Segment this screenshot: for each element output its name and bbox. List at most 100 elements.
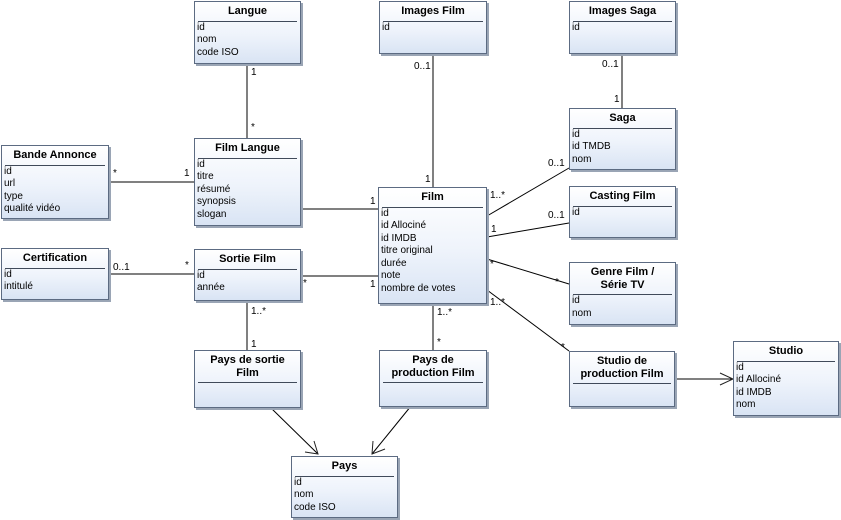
arrowhead-pays-left <box>304 440 319 455</box>
class-pays-sortie-film[interactable]: Pays de sortie Film <box>194 350 301 408</box>
class-title-line: Série TV <box>600 278 645 291</box>
attribute: id IMDB <box>736 386 772 398</box>
multiplicity: * <box>303 278 307 289</box>
multiplicity: * <box>185 260 189 271</box>
multiplicity: * <box>490 259 494 270</box>
attribute: nom <box>294 489 314 500</box>
attribute: type <box>4 190 23 202</box>
attribute: id <box>382 21 390 33</box>
attribute: id <box>4 165 12 177</box>
class-title: Langue <box>198 2 297 22</box>
multiplicity: 0..1 <box>602 59 619 70</box>
class-bande-annonce[interactable]: Bande Annonce id url type qualité vidéo <box>1 145 109 219</box>
attribute: code ISO <box>197 46 239 58</box>
attribute: titre <box>197 171 214 182</box>
multiplicity: 1 <box>251 339 257 350</box>
class-studio[interactable]: Studio id id Allociné id IMDB nom <box>733 341 839 416</box>
attribute: résumé <box>197 183 231 195</box>
class-title: Genre Film / Série TV <box>573 263 672 295</box>
multiplicity: 1..* <box>251 306 267 317</box>
class-title-line: Pays de <box>412 354 454 366</box>
class-saga[interactable]: Saga id id TMDB nom <box>569 108 676 170</box>
multiplicity: 1 <box>370 196 376 207</box>
attribute: id <box>294 476 302 488</box>
attribute: id Allociné <box>381 220 427 231</box>
attribute: id <box>197 21 205 33</box>
multiplicity: 1 <box>184 168 190 179</box>
attribute: note <box>381 270 401 281</box>
attribute: id <box>197 269 205 281</box>
multiplicity: 0..1 <box>548 210 565 221</box>
class-title-line: production Film <box>580 367 664 380</box>
dep-payssortie-pays <box>270 407 319 455</box>
attribute: synopsis <box>197 196 236 207</box>
multiplicity: 1 <box>425 174 431 185</box>
class-genre-film[interactable]: Genre Film / Série TV id nom <box>569 262 676 325</box>
multiplicity: 0..1 <box>414 61 431 72</box>
class-title: Saga <box>573 109 672 129</box>
multiplicity: 1..* <box>490 297 506 308</box>
attribute: code ISO <box>294 501 336 513</box>
class-title: Pays de sortie Film <box>198 351 297 383</box>
class-sortie-film[interactable]: Sortie Film id année <box>194 249 301 301</box>
class-title: Casting Film <box>573 187 672 207</box>
class-title: Pays de production Film <box>383 351 483 383</box>
class-studio-production-film[interactable]: Studio de production Film <box>569 351 675 407</box>
class-images-film[interactable]: Images Film id <box>379 1 487 54</box>
attribute: id Allociné <box>736 374 782 385</box>
class-film-langue[interactable]: Film Langue id titre résumé synopsis slo… <box>194 138 301 226</box>
multiplicity: 1 <box>251 67 257 78</box>
class-title-line: Studio de <box>596 355 648 367</box>
class-title-line: Genre Film / <box>590 266 655 278</box>
attribute: id <box>197 158 205 170</box>
multiplicity: 0..1 <box>113 262 130 273</box>
class-pays-production-film[interactable]: Pays de production Film <box>379 350 487 407</box>
class-casting-film[interactable]: Casting Film id <box>569 186 676 238</box>
attribute: qualité vidéo <box>4 203 61 214</box>
class-title: Images Film <box>383 2 483 22</box>
multiplicity: 1 <box>614 94 620 105</box>
assoc-film-studioprod <box>486 289 570 352</box>
attribute: id TMDB <box>572 141 611 152</box>
assoc-film-genre <box>486 258 570 285</box>
class-langue[interactable]: Langue id nom code ISO <box>194 1 301 64</box>
multiplicity: * <box>113 168 117 179</box>
attribute: titre original <box>381 245 433 256</box>
class-title: Film <box>382 188 483 208</box>
attribute: durée <box>381 257 407 269</box>
multiplicity: 1 <box>370 279 376 290</box>
class-images-saga[interactable]: Images Saga id <box>569 1 676 54</box>
arrowhead-pays-right <box>371 440 386 455</box>
multiplicity: 1..* <box>437 307 453 318</box>
class-title: Studio <box>737 342 835 362</box>
class-title: Sortie Film <box>198 250 297 270</box>
class-title-line: production Film <box>391 366 475 379</box>
attribute: nom <box>197 34 217 45</box>
class-film[interactable]: Film id id Allociné id IMDB titre origin… <box>378 187 487 304</box>
class-certification[interactable]: Certification id intitulé <box>1 248 109 300</box>
class-pays[interactable]: Pays id nom code ISO <box>291 456 398 518</box>
attribute: id <box>736 361 744 373</box>
class-title: Images Saga <box>573 2 672 22</box>
attribute: id <box>572 128 580 140</box>
assoc-film-casting <box>486 222 570 238</box>
attribute: nom <box>572 153 592 165</box>
attribute: id <box>572 295 580 306</box>
attribute: année <box>197 282 225 293</box>
multiplicity: * <box>561 342 565 353</box>
attribute: id <box>381 207 389 219</box>
attribute: url <box>4 178 16 189</box>
attribute: id <box>572 21 580 33</box>
multiplicity: * <box>251 122 255 133</box>
class-title: Pays <box>295 457 394 477</box>
attribute: intitulé <box>4 281 33 292</box>
attribute: id IMDB <box>381 232 417 244</box>
attribute: slogan <box>197 208 227 220</box>
class-title: Certification <box>5 249 105 269</box>
class-title-line: Film <box>236 366 259 379</box>
attribute: id <box>572 206 580 218</box>
class-title-line: Pays de sortie <box>210 354 285 366</box>
dep-paysprod-pays <box>371 405 412 455</box>
